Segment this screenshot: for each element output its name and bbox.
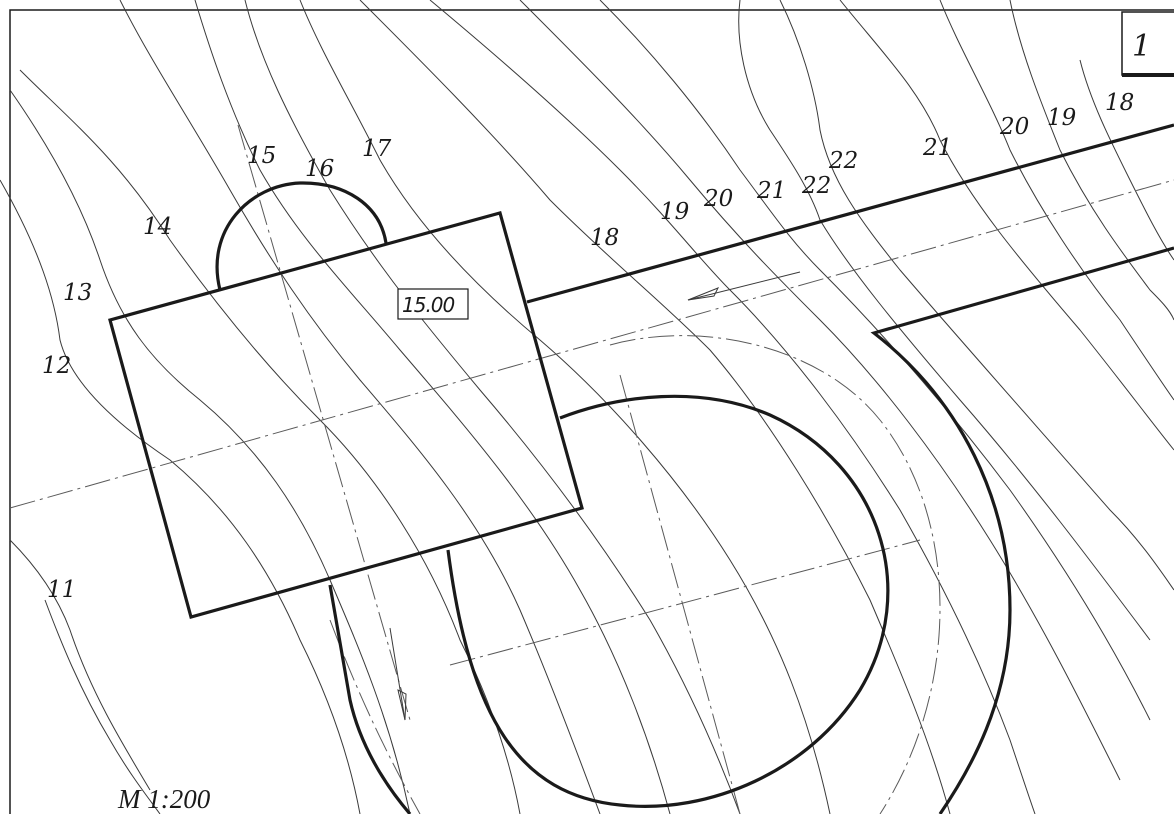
contour-line <box>738 0 1151 641</box>
scale-label: M 1:200 <box>117 784 211 814</box>
direction-arrows <box>389 271 801 721</box>
contour-line <box>1009 0 1174 321</box>
contour-label: 17 <box>362 136 392 162</box>
arrow-line <box>687 271 801 301</box>
contour-label: 18 <box>1105 90 1134 116</box>
contour-line <box>599 0 1151 721</box>
axis-line <box>619 374 741 814</box>
contour-line <box>0 179 361 814</box>
contour-line <box>299 0 831 814</box>
drawing-frame <box>9 9 1174 814</box>
elevation-mark-value: 15.00 <box>402 293 455 317</box>
sheet-number-frame <box>1121 11 1174 76</box>
arrow-line <box>389 627 406 721</box>
axis-line <box>237 124 411 721</box>
axis-line <box>609 335 941 814</box>
contour-label: 19 <box>660 199 689 225</box>
contour-line <box>44 599 161 814</box>
contour-line <box>779 0 1174 591</box>
contour-label: 18 <box>590 225 619 251</box>
contour-line <box>194 0 671 814</box>
building-main-block <box>108 211 584 619</box>
contour-label: 15 <box>247 143 276 169</box>
contour-line <box>519 0 1121 781</box>
contour-label: 13 <box>63 280 92 306</box>
contour-line <box>119 0 601 814</box>
contour-line <box>244 0 741 814</box>
building-bay-window <box>215 181 388 291</box>
road-edge-bottom <box>446 394 890 808</box>
arrow-head-icon <box>687 287 720 301</box>
contour-line <box>359 0 951 814</box>
contour-line <box>19 69 521 814</box>
contour-line <box>1079 59 1174 261</box>
axis-line <box>449 539 921 666</box>
contour-line <box>839 0 1174 451</box>
elevation-mark-frame <box>397 288 469 320</box>
contour-label: 14 <box>143 214 172 240</box>
contour-line <box>429 0 1036 814</box>
contour-label: 20 <box>999 114 1029 140</box>
elevation-mark: 15.00 <box>397 288 469 320</box>
contour-label: 22 <box>801 173 831 199</box>
contour-label: 19 <box>1047 105 1076 131</box>
road-edge-top <box>526 123 1174 304</box>
contour-label: 21 <box>922 135 952 161</box>
contour-label: 12 <box>42 353 71 379</box>
building-outlines <box>108 181 584 619</box>
contour-line <box>939 0 1174 401</box>
sheet-number-box: 1 <box>1121 11 1174 77</box>
arrow-head-icon <box>397 689 407 721</box>
driveway <box>328 123 1174 814</box>
contour-label: 20 <box>703 186 733 212</box>
road-edge-outer-loop <box>870 246 1174 814</box>
contour-labels: 11 12 13 14 15 16 17 18 19 20 21 22 22 2… <box>42 90 1134 603</box>
sheet-number: 1 <box>1132 29 1151 64</box>
contour-label: 16 <box>305 156 334 182</box>
contour-line <box>9 89 411 814</box>
contour-line <box>9 539 151 791</box>
road-edge-left <box>328 584 412 814</box>
contour-label: 21 <box>756 178 786 204</box>
axis-line <box>9 179 1174 509</box>
contour-label: 22 <box>828 148 858 174</box>
contour-label: 11 <box>47 577 76 603</box>
center-axes <box>9 124 1174 814</box>
